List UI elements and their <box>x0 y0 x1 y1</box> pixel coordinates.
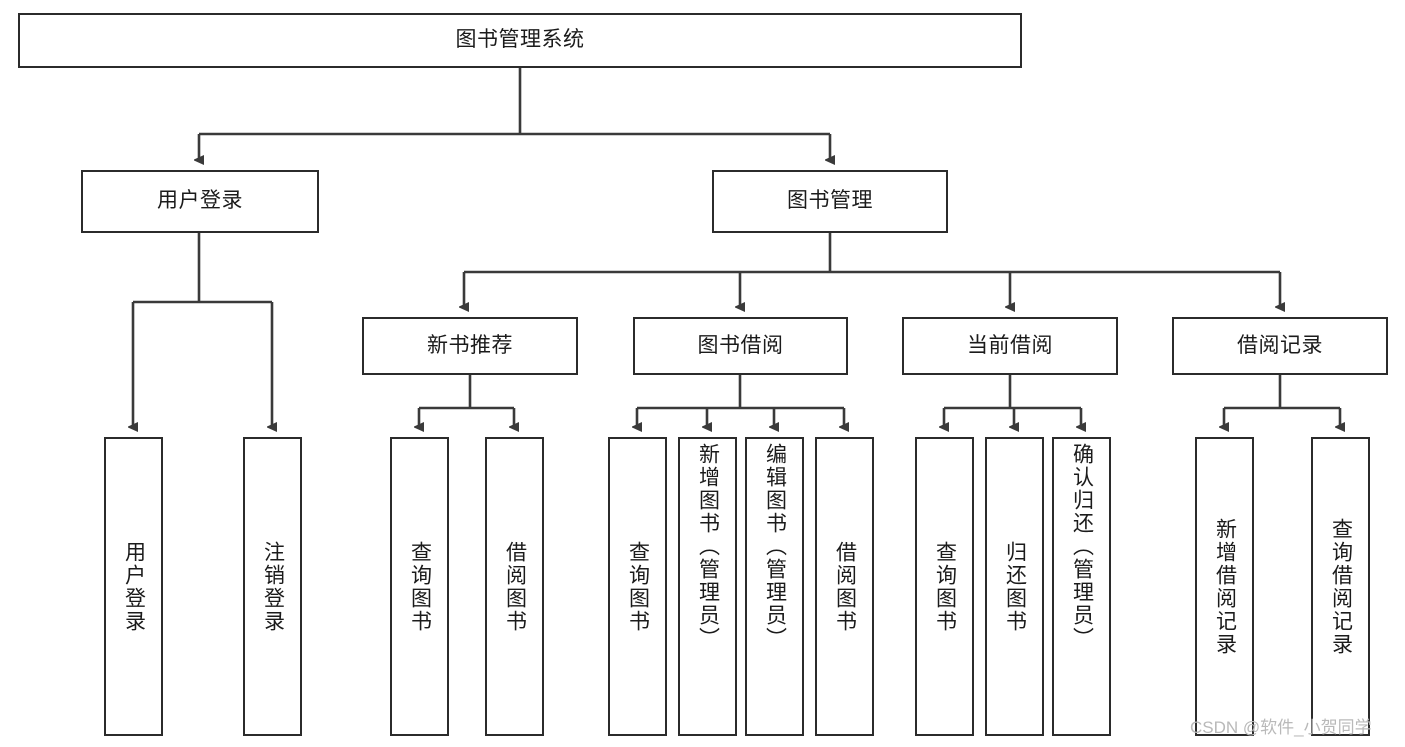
node-leaf-return-book[interactable]: 归还图书 <box>985 437 1044 736</box>
node-label-leaf-add-record: 新增借阅记录 <box>1213 517 1237 656</box>
node-label-leaf-user-login: 用户登录 <box>122 540 146 633</box>
node-leaf-edit-book[interactable]: 编辑图书（管理员） <box>745 437 804 736</box>
node-current-borrow[interactable]: 当前借阅 <box>902 317 1118 375</box>
node-label-leaf-add-book: 新增图书（管理员） <box>696 443 720 650</box>
node-book-borrow[interactable]: 图书借阅 <box>633 317 848 375</box>
node-label-root: 图书管理系统 <box>455 28 585 52</box>
node-user-login[interactable]: 用户登录 <box>81 170 319 233</box>
node-leaf-query-book-1[interactable]: 查询图书 <box>390 437 449 736</box>
node-leaf-query-book-3[interactable]: 查询图书 <box>915 437 974 736</box>
node-leaf-logout[interactable]: 注销登录 <box>243 437 302 736</box>
node-label-current-borrow: 当前借阅 <box>967 333 1053 357</box>
node-label-leaf-borrow-book-1: 借阅图书 <box>503 540 527 633</box>
node-label-leaf-edit-book: 编辑图书（管理员） <box>763 443 787 650</box>
node-label-book-borrow: 图书借阅 <box>697 333 784 357</box>
node-label-leaf-return-book: 归还图书 <box>1003 540 1027 633</box>
node-leaf-borrow-book-2[interactable]: 借阅图书 <box>815 437 874 736</box>
node-book-manage[interactable]: 图书管理 <box>712 170 948 233</box>
node-new-book-recommend[interactable]: 新书推荐 <box>362 317 578 375</box>
node-label-leaf-confirm-return: 确认归还（管理员） <box>1070 443 1094 650</box>
node-label-new-book-recommend: 新书推荐 <box>427 333 513 357</box>
node-label-leaf-query-book-2: 查询图书 <box>626 540 650 633</box>
node-label-leaf-borrow-book-2: 借阅图书 <box>833 540 857 633</box>
node-label-leaf-logout: 注销登录 <box>261 540 285 633</box>
node-leaf-add-record[interactable]: 新增借阅记录 <box>1195 437 1254 736</box>
node-label-borrow-record: 借阅记录 <box>1237 333 1323 357</box>
node-root-system[interactable]: 图书管理系统 <box>18 13 1022 68</box>
node-borrow-record[interactable]: 借阅记录 <box>1172 317 1388 375</box>
node-leaf-confirm-return[interactable]: 确认归还（管理员） <box>1052 437 1111 736</box>
node-leaf-borrow-book-1[interactable]: 借阅图书 <box>485 437 544 736</box>
node-leaf-add-book[interactable]: 新增图书（管理员） <box>678 437 737 736</box>
node-label-user-login: 用户登录 <box>157 189 243 213</box>
node-leaf-query-record[interactable]: 查询借阅记录 <box>1311 437 1370 736</box>
node-label-leaf-query-book-3: 查询图书 <box>933 540 957 633</box>
node-label-book-manage: 图书管理 <box>787 189 873 213</box>
node-leaf-query-book-2[interactable]: 查询图书 <box>608 437 667 736</box>
node-label-leaf-query-record: 查询借阅记录 <box>1329 517 1353 656</box>
node-leaf-user-login[interactable]: 用户登录 <box>104 437 163 736</box>
node-label-leaf-query-book-1: 查询图书 <box>408 540 432 633</box>
